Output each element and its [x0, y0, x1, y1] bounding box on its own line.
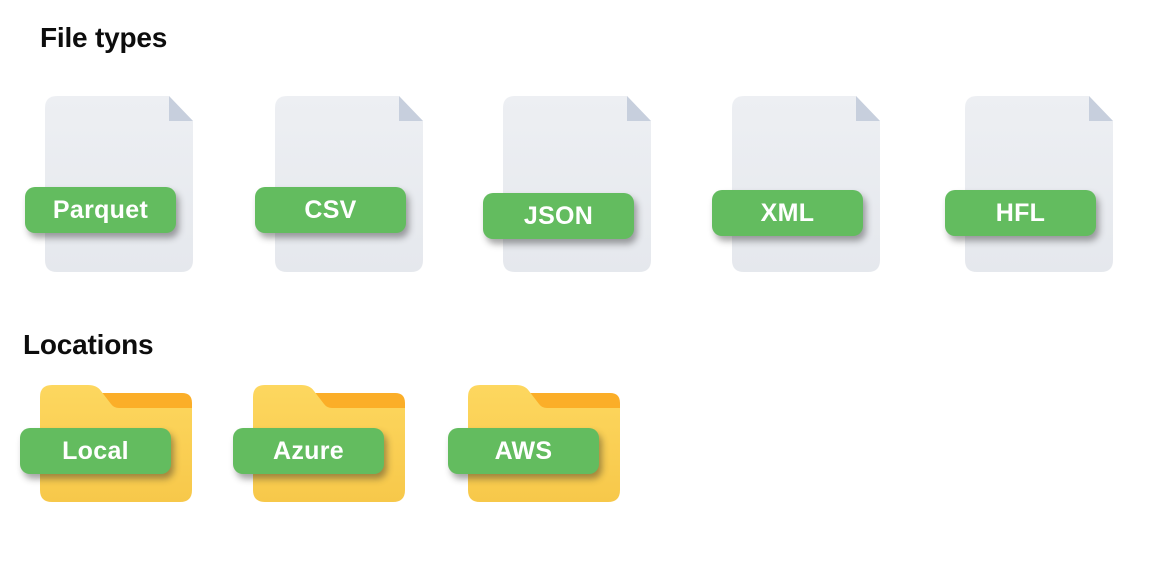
- location-item-local: Local: [20, 385, 192, 502]
- location-badge-aws[interactable]: AWS: [448, 428, 599, 474]
- file-type-item-csv: CSV: [255, 96, 423, 272]
- location-item-azure: Azure: [233, 385, 405, 502]
- location-badge-azure[interactable]: Azure: [233, 428, 384, 474]
- document-icon: [732, 96, 880, 272]
- location-item-aws: AWS: [448, 385, 620, 502]
- folded-corner: [856, 96, 880, 121]
- document-icon: [275, 96, 423, 272]
- folded-corner: [169, 96, 193, 121]
- file-type-label: JSON: [523, 201, 594, 230]
- location-badge-local[interactable]: Local: [20, 428, 171, 474]
- file-type-item-xml: XML: [712, 96, 880, 272]
- file-type-label: XML: [760, 198, 815, 227]
- section-title-locations: Locations: [23, 329, 154, 360]
- section-title-file-types: File types: [40, 22, 168, 53]
- location-label: AWS: [494, 436, 553, 465]
- file-type-item-hfl: HFL: [945, 96, 1113, 272]
- file-type-item-parquet: Parquet: [25, 96, 193, 272]
- file-type-label: Parquet: [52, 195, 149, 224]
- file-type-label: HFL: [995, 198, 1046, 227]
- folded-corner: [1089, 96, 1113, 121]
- document-icon: [45, 96, 193, 272]
- location-label: Azure: [273, 436, 344, 465]
- file-type-badge-xml[interactable]: XML: [712, 190, 863, 236]
- folded-corner: [399, 96, 423, 121]
- file-type-badge-csv[interactable]: CSV: [255, 187, 406, 233]
- folded-corner: [627, 96, 651, 121]
- file-type-badge-parquet[interactable]: Parquet: [25, 187, 176, 233]
- location-label: Local: [62, 436, 129, 465]
- document-icon: [503, 96, 651, 272]
- file-type-badge-json[interactable]: JSON: [483, 193, 634, 239]
- document-icon: [965, 96, 1113, 272]
- file-type-item-json: JSON: [483, 96, 651, 272]
- file-type-badge-hfl[interactable]: HFL: [945, 190, 1096, 236]
- file-type-label: CSV: [304, 195, 357, 224]
